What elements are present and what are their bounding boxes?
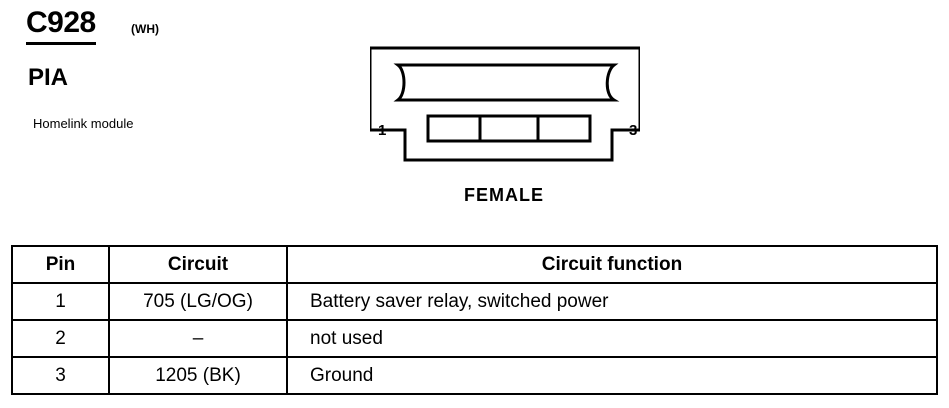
pin-cavity-2 [478, 114, 540, 143]
pin-label-right: 3 [629, 122, 638, 139]
row-function: Ground [286, 356, 938, 395]
pin-table: Pin Circuit Circuit function 1 705 (LG/O… [11, 245, 938, 395]
pin-cavity-3 [536, 114, 592, 143]
connector-description: Homelink module [33, 116, 134, 131]
connector-gender-label: FEMALE [464, 185, 544, 205]
row-function: Battery saver relay, switched power [286, 282, 938, 321]
row-pin: 2 [11, 319, 110, 358]
table-header-row: Pin Circuit Circuit function [11, 245, 938, 284]
header-circuit: Circuit [108, 245, 288, 284]
pin-label-left: 1 [378, 122, 387, 139]
connector-color-code: (WH) [131, 22, 159, 36]
row-circuit: 705 (LG/OG) [108, 282, 288, 321]
header-function: Circuit function [286, 245, 938, 284]
row-circuit: – [108, 319, 288, 358]
connector-face-diagram [370, 46, 640, 162]
row-function: not used [286, 319, 938, 358]
header-pin: Pin [11, 245, 110, 284]
connector-location: PIA [28, 64, 69, 91]
table-row: 2 – not used [11, 319, 938, 358]
row-pin: 3 [11, 356, 110, 395]
connector-id: C928 [26, 6, 96, 45]
table-row: 3 1205 (BK) Ground [11, 356, 938, 395]
latch-channel [393, 63, 620, 102]
connector-housing [370, 46, 640, 162]
row-pin: 1 [11, 282, 110, 321]
table-row: 1 705 (LG/OG) Battery saver relay, switc… [11, 282, 938, 321]
row-circuit: 1205 (BK) [108, 356, 288, 395]
pin-cavity-1 [426, 114, 482, 143]
